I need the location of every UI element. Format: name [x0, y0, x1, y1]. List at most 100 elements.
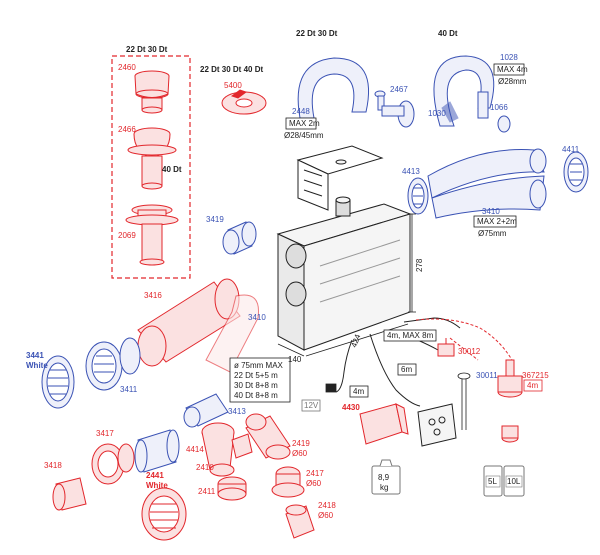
label-5400: 5400	[224, 81, 242, 90]
pipe-1066	[477, 91, 511, 133]
label-spec-3: 30 Dt 8+8 m	[234, 381, 278, 390]
pipe-2418	[285, 504, 315, 539]
controller-4430	[359, 403, 409, 445]
box-4m-max8m	[383, 329, 437, 342]
label-1028: 1028	[500, 53, 518, 62]
label-d2845: Ø28/45mm	[284, 131, 324, 140]
dimension-lines	[277, 213, 416, 357]
label-dim140: 140	[288, 355, 302, 364]
box-4m-wire	[349, 385, 369, 398]
sleeve-3418	[52, 477, 87, 511]
label-4411: 4411	[562, 145, 580, 154]
grille-4411	[563, 151, 589, 193]
label-dim278: 278	[415, 258, 424, 272]
label-4m-red: 4m	[527, 381, 538, 390]
label-4430: 4430	[342, 403, 360, 412]
grille-4413	[407, 177, 429, 215]
label-2419: 2419	[292, 439, 310, 448]
label-30011: 30011	[476, 371, 498, 380]
label-4413: 4413	[402, 167, 420, 176]
label-4m-max8m: 4m, MAX 8m	[387, 331, 434, 340]
label-2410: 2410	[196, 463, 214, 472]
label-spec-2: 22 Dt 5+5 m	[234, 371, 278, 380]
label-367215: 367215	[522, 371, 549, 380]
label-4414: 4414	[186, 445, 204, 454]
grille-3441	[41, 355, 75, 409]
label-d28: Ø28mm	[498, 77, 527, 86]
label-1066: 1066	[490, 103, 508, 112]
reducer-2410	[217, 476, 247, 501]
label-3411: 3411	[120, 385, 138, 394]
grille-3411	[85, 337, 141, 391]
label-weight-unit: kg	[380, 483, 388, 492]
box-6m	[397, 363, 417, 376]
label-max2x2: MAX 2+2m	[477, 217, 517, 226]
connector-2467	[374, 90, 415, 128]
label-3416: 3416	[144, 291, 162, 300]
label-d75: Ø75mm	[478, 229, 507, 238]
pipe-3417	[134, 429, 180, 473]
fuel-lines	[415, 318, 513, 361]
weight-icon	[371, 459, 401, 495]
box-12v	[301, 399, 321, 412]
outlet-3417-red	[91, 443, 135, 485]
label-2448: 2448	[292, 107, 310, 116]
label-white-2: White	[146, 481, 168, 490]
label-3413: 3413	[228, 407, 246, 416]
box-spec	[229, 357, 291, 403]
box-10l	[505, 475, 523, 488]
label-3410-top: 3410	[482, 207, 500, 216]
label-12v: 12V	[304, 401, 319, 410]
label-1030: 1030	[428, 109, 446, 118]
label-d60a: Ø60	[292, 449, 308, 458]
label-30012: 30012	[458, 347, 481, 356]
inlet-bend-1028	[433, 55, 495, 127]
box-4m-red	[523, 379, 543, 392]
label-d60c: Ø60	[318, 511, 334, 520]
box-max2x2	[473, 215, 517, 228]
connector-2417	[271, 466, 305, 498]
inlet-bend-2448	[297, 57, 370, 119]
label-3418: 3418	[44, 461, 62, 470]
label-2460: 2460	[118, 63, 136, 72]
label-max4m: MAX 4m	[497, 65, 528, 74]
label-3410-mid: 3410	[248, 313, 266, 322]
grille-2441	[141, 487, 187, 541]
label-2418: 2418	[318, 501, 336, 510]
sleeve-3413	[183, 393, 229, 428]
fuel-pickup-30011	[457, 372, 471, 430]
label-dt22-30-blue: 22 Dt 30 Dt	[296, 29, 338, 38]
label-3417: 3417	[96, 429, 114, 438]
box-max2m	[285, 117, 317, 130]
sleeve-3419	[222, 221, 257, 255]
label-spec-1: ø 75mm MAX	[234, 361, 284, 370]
label-10l: 10L	[507, 477, 521, 486]
cowl-2069	[125, 204, 179, 266]
label-2466: 2466	[118, 125, 136, 134]
heater-unit	[276, 145, 412, 351]
label-3419: 3419	[206, 215, 224, 224]
battery-icon	[325, 383, 337, 393]
label-dt22-30-top: 22 Dt 30 Dt	[126, 45, 168, 54]
fuel-pump-30012	[437, 338, 455, 357]
label-4m-wire: 4m	[353, 387, 364, 396]
cowl-group-frame	[111, 55, 191, 279]
pipe-2419	[245, 413, 291, 460]
label-white-1: White	[26, 361, 48, 370]
label-2411: 2411	[198, 487, 216, 496]
y-piece-4414	[201, 422, 253, 477]
tank-flange-367215	[497, 359, 523, 443]
hose-3410-top	[427, 148, 547, 219]
label-2069: 2069	[118, 231, 136, 240]
label-6m: 6m	[401, 365, 412, 374]
label-spec-4: 40 Dt 8+8 m	[234, 391, 278, 400]
box-max4m	[493, 63, 525, 76]
label-2441: 2441	[146, 471, 164, 480]
label-dt40-blue: 40 Dt	[438, 29, 458, 38]
label-d60b: Ø60	[306, 479, 322, 488]
label-2417: 2417	[306, 469, 324, 478]
label-5l: 5L	[488, 477, 497, 486]
box-5l	[485, 475, 501, 488]
